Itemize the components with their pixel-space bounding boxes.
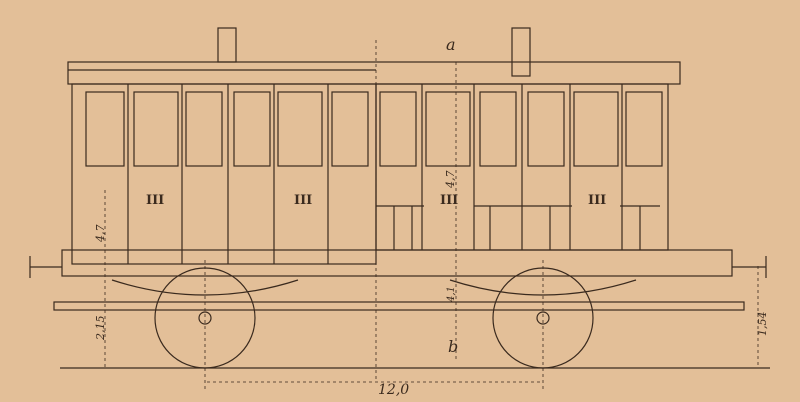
section-mark-a: a: [446, 35, 456, 54]
windows-left: [85, 91, 369, 167]
roof-lamp-right: [511, 27, 531, 77]
wheel-height-label: 2,15: [94, 316, 107, 342]
axle-left: [198, 311, 212, 325]
door-height-left-label: 4,7: [94, 225, 107, 244]
dimension-lines: [104, 40, 759, 390]
class-label: III: [146, 193, 164, 208]
rail: [53, 301, 745, 311]
spring-left: [111, 279, 299, 296]
door-height-center-label: 4,7: [444, 171, 457, 190]
buffer-height-label: 1,54: [756, 312, 769, 337]
class-label: III: [440, 193, 458, 208]
class-label: III: [294, 193, 312, 208]
wheelbase-label: 12,0: [378, 382, 409, 398]
buffers: [29, 256, 767, 278]
spring-right: [449, 279, 637, 296]
section-mark-b: b: [448, 337, 458, 356]
door-lines: [127, 84, 623, 264]
windows-right: [379, 91, 663, 167]
frame-center-label: 4,1: [446, 286, 457, 303]
underframe: [61, 249, 733, 277]
seats: [376, 205, 660, 250]
class-label: III: [588, 193, 606, 208]
roof-lamp-left: [217, 27, 237, 63]
axle-right: [536, 311, 550, 325]
